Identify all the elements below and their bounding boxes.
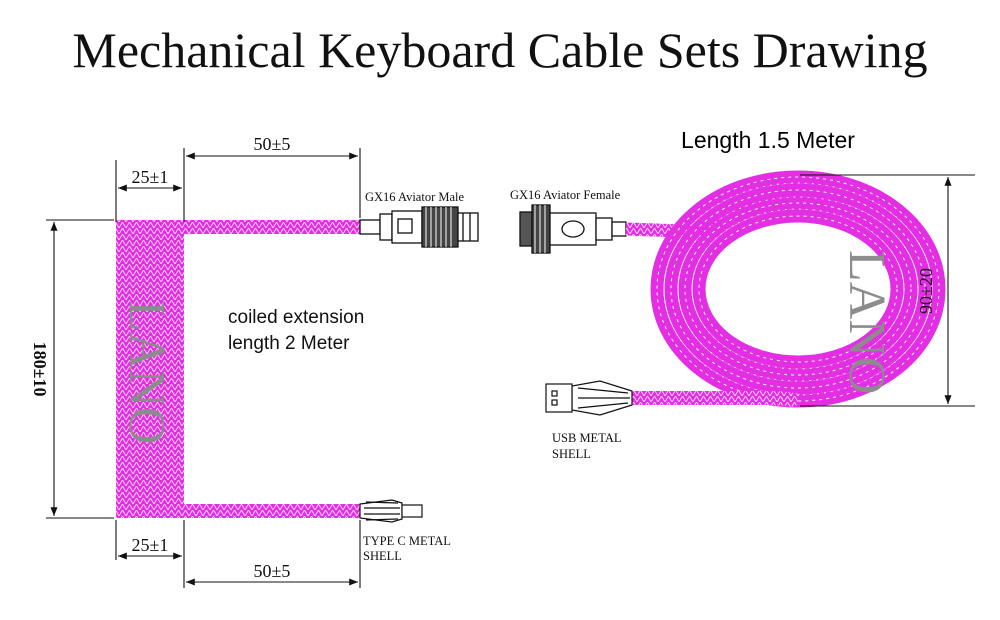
dim-height-180: 180±10 [30, 342, 50, 397]
dim-top-25: 25±1 [132, 167, 169, 187]
dim-bottom-25: 25±1 [132, 535, 169, 555]
label-usb-line2: SHELL [552, 447, 591, 461]
brand-left: LANO [118, 300, 175, 444]
brand-right: LANO [838, 250, 895, 394]
coiled-cable [116, 220, 360, 518]
left-dimensions [46, 148, 361, 588]
dim-bottom-50: 50±5 [254, 561, 291, 581]
cable-coil [625, 170, 946, 408]
label-gx16-male: GX16 Aviator Male [365, 190, 465, 204]
label-type-c-line2: SHELL [363, 549, 402, 563]
right-dimensions [800, 174, 975, 407]
coil-body [116, 220, 184, 518]
coil-description-line1: coiled extension [228, 307, 364, 328]
coil-bottom-lead [184, 504, 360, 518]
label-gx16-female: GX16 Aviator Female [510, 188, 621, 202]
dim-top-50: 50±5 [254, 134, 291, 154]
type-c-connector [359, 499, 423, 523]
label-usb-line1: USB METAL [552, 431, 622, 445]
gx16-female-connector [519, 204, 627, 254]
gx16-male-connector [359, 206, 479, 248]
coil-top-lead [184, 220, 360, 234]
dim-height-90: 90±20 [916, 268, 936, 314]
page-title: Mechanical Keyboard Cable Sets Drawing [72, 22, 928, 78]
usb-connector [545, 380, 633, 416]
length-label: Length 1.5 Meter [681, 127, 855, 153]
coil-description-line2: length 2 Meter [228, 333, 350, 354]
label-type-c-line1: TYPE C METAL [363, 534, 451, 548]
